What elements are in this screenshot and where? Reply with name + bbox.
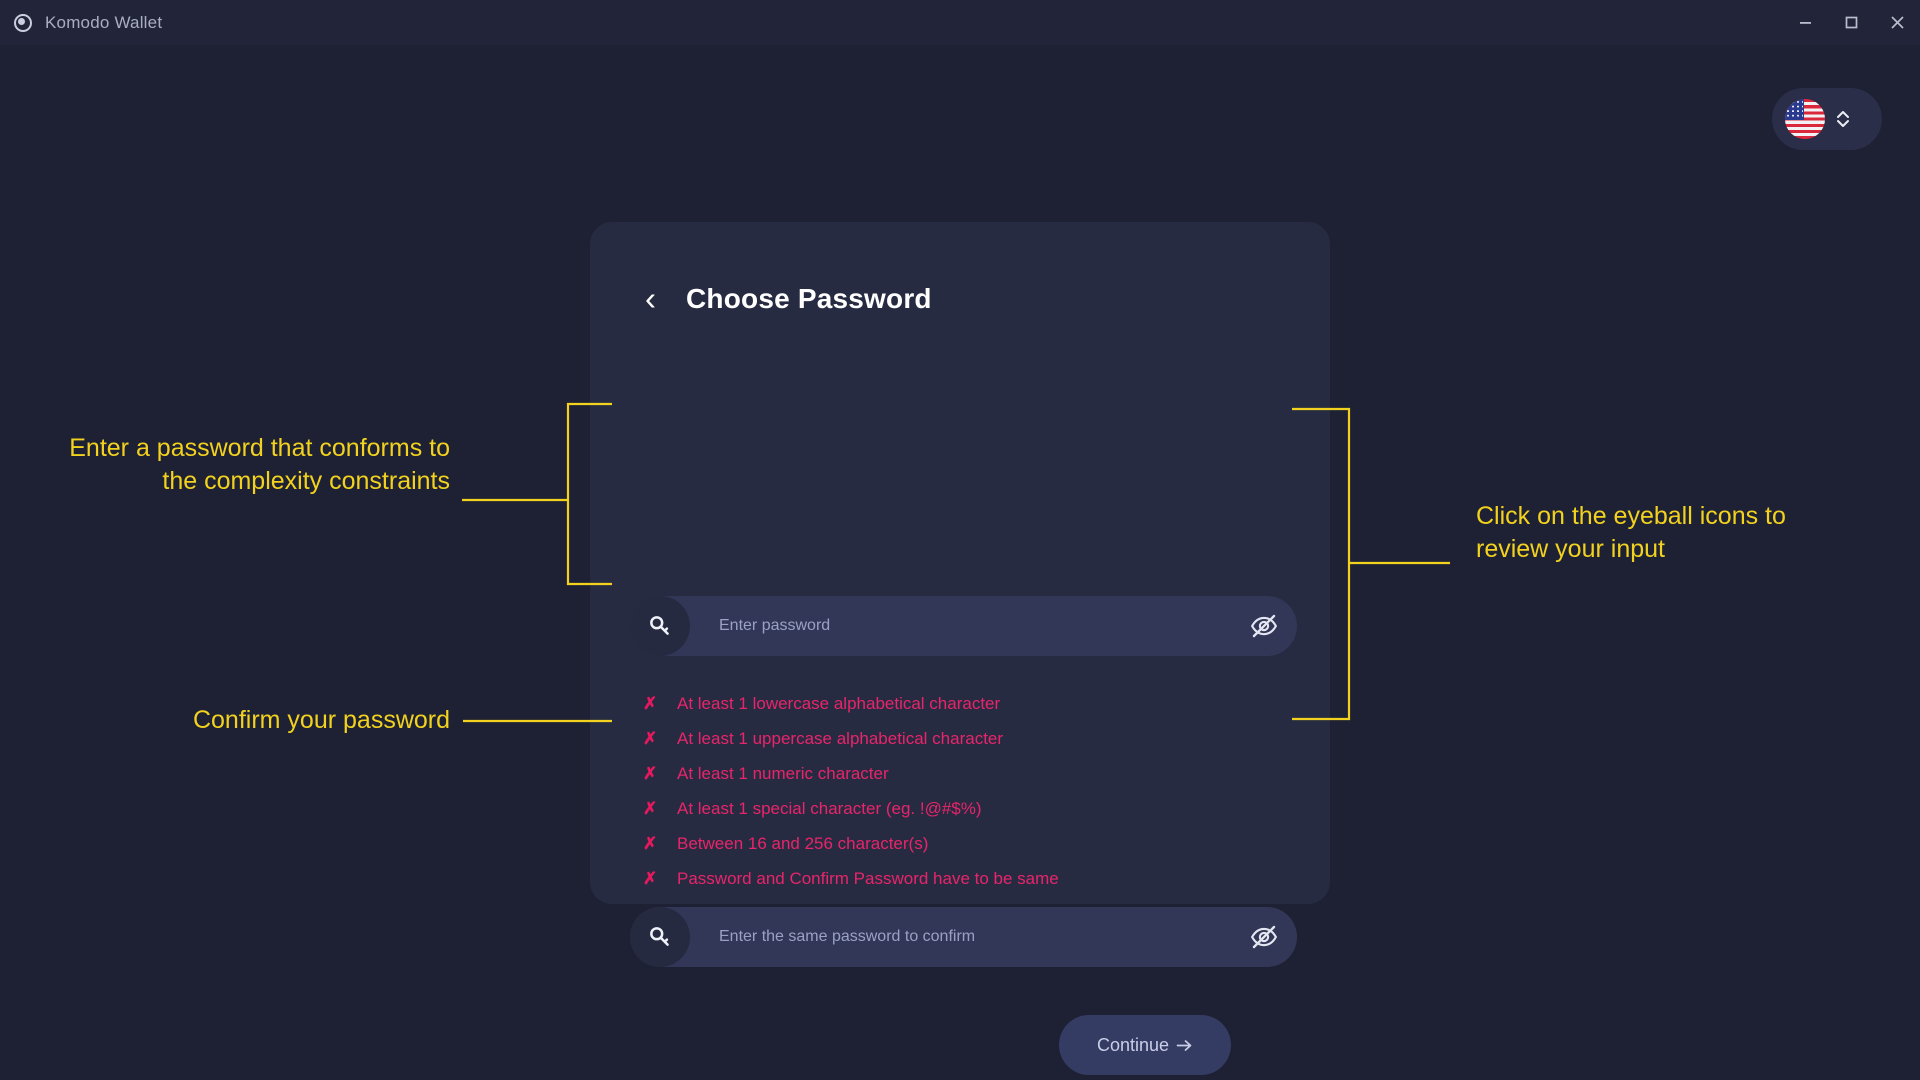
invalid-mark-icon: ✗ [643, 833, 658, 853]
confirm-password-field-row [630, 907, 1297, 967]
password-rules-list: ✗ At least 1 lowercase alphabetical char… [643, 686, 1243, 896]
annotation-eyeball-icons: Click on the eyeball icons to review you… [1476, 502, 1786, 564]
arrow-right-icon [1176, 1038, 1193, 1053]
confirm-password-input[interactable] [690, 928, 1231, 946]
continue-button[interactable]: Continue [1059, 1015, 1231, 1075]
minimize-icon[interactable] [1782, 0, 1828, 45]
rule-text: At least 1 numeric character [677, 763, 889, 783]
continue-label: Continue [1096, 1034, 1170, 1055]
annotation-confirm-password: Confirm your password [192, 706, 450, 734]
password-input[interactable] [690, 617, 1231, 635]
app-title: Komodo Wallet [45, 12, 163, 32]
rule-text: Between 16 and 256 character(s) [677, 833, 929, 853]
invalid-mark-icon: ✗ [643, 798, 658, 818]
rule-item: ✗ At least 1 numeric character [643, 756, 1243, 791]
rule-item: ✗ At least 1 lowercase alphabetical char… [643, 686, 1243, 721]
rule-text: Password and Confirm Password have to be… [677, 868, 1059, 888]
password-field-row [630, 596, 1297, 656]
rule-item: ✗ At least 1 special character (eg. !@#$… [643, 791, 1243, 826]
key-icon [630, 907, 690, 967]
maximize-icon[interactable] [1828, 0, 1874, 45]
choose-password-card: ‹ Choose Password ✗ [590, 222, 1330, 1075]
rule-item: ✗ Password and Confirm Password have to … [643, 861, 1243, 896]
chevron-left-icon[interactable]: ‹ [645, 280, 656, 317]
password-visibility-toggle-eye-off-icon[interactable] [1231, 596, 1297, 656]
chevron-up-down-icon[interactable] [1835, 109, 1851, 129]
page-title: Choose Password [686, 282, 932, 314]
invalid-mark-icon: ✗ [643, 728, 658, 748]
close-icon[interactable] [1874, 0, 1920, 45]
rule-text: At least 1 special character (eg. !@#$%) [677, 798, 982, 818]
rule-text: At least 1 uppercase alphabetical charac… [677, 728, 1004, 748]
rule-item: ✗ Between 16 and 256 character(s) [643, 826, 1243, 861]
language-selector[interactable] [1772, 88, 1882, 150]
invalid-mark-icon: ✗ [643, 763, 658, 783]
card-header: ‹ Choose Password [645, 282, 932, 315]
confirm-password-visibility-toggle-eye-off-icon[interactable] [1231, 907, 1297, 967]
title-bar: Komodo Wallet [0, 0, 1920, 45]
rule-text: At least 1 lowercase alphabetical charac… [677, 693, 1001, 713]
key-icon [630, 596, 690, 656]
annotation-password-complexity: Enter a password that conforms to the co… [69, 434, 450, 496]
komodo-circle-logo-icon [14, 13, 32, 32]
rule-item: ✗ At least 1 uppercase alphabetical char… [643, 721, 1243, 756]
invalid-mark-icon: ✗ [643, 693, 658, 713]
us-flag-icon [1785, 99, 1825, 139]
window-controls [1782, 0, 1920, 45]
invalid-mark-icon: ✗ [643, 868, 658, 888]
